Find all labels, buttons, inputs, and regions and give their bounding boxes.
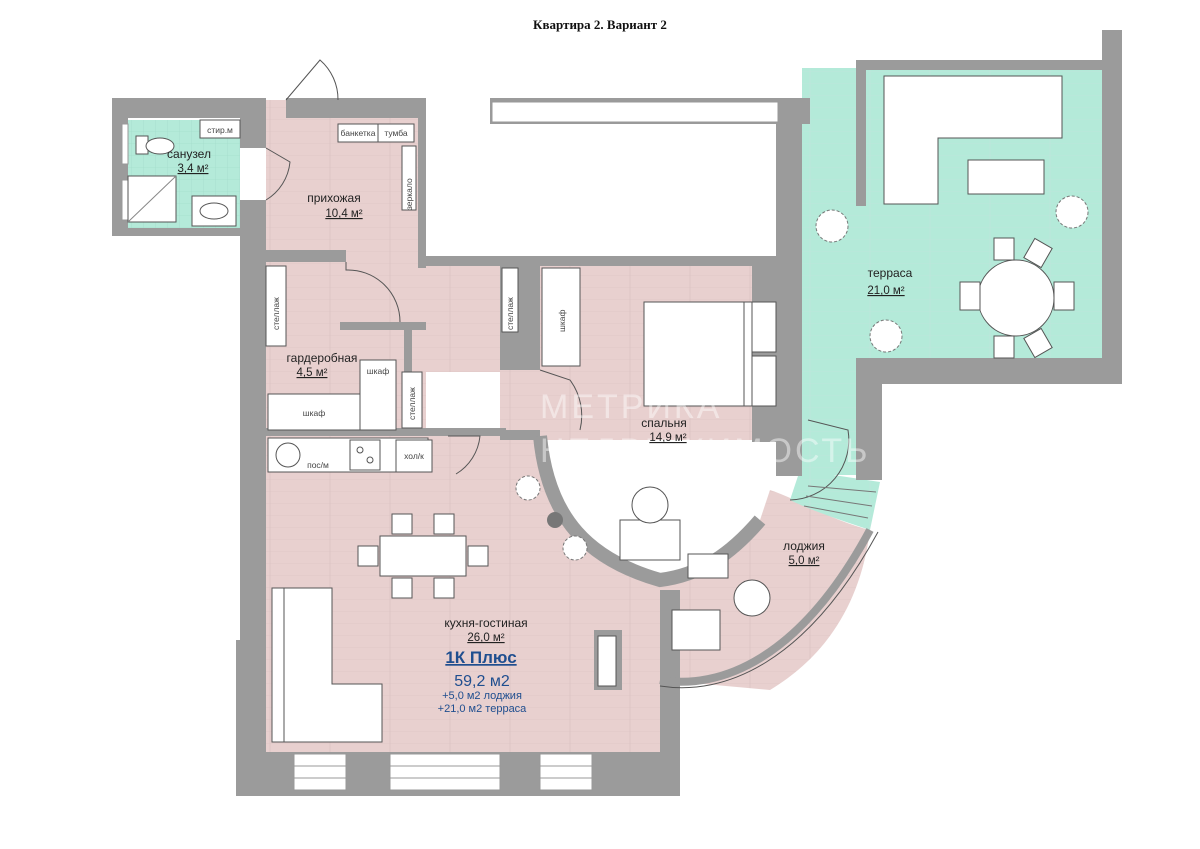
mirror: [401, 145, 417, 211]
apartment-total-area: 59,2 м2: [454, 673, 510, 690]
plant: [562, 535, 588, 561]
fridge-label: хол/к: [404, 451, 424, 461]
tumba-label: тумба: [384, 128, 408, 138]
floor-terrace-b: [802, 355, 858, 475]
room-kitchen-area: 26,0 м²: [467, 632, 504, 644]
closet-w2: [267, 393, 361, 431]
room-bedroom-name: спальня: [641, 416, 687, 430]
apartment-summary: 1К Плюс 59,2 м2 +5,0 м2 лоджия +21,0 м2 …: [438, 648, 528, 715]
radiator: [597, 635, 617, 687]
room-bedroom-area: 14,9 м²: [649, 432, 686, 444]
loggia-glazing: [659, 528, 874, 686]
room-loggia-area: 5,0 м²: [789, 555, 820, 567]
terrace-round-table: [977, 259, 1055, 337]
closet-w1-label: шкаф: [367, 366, 389, 376]
shelf-bedroom: [501, 267, 519, 333]
toilet: [145, 137, 175, 155]
shelf2-label: стеллаж: [407, 387, 417, 420]
lamp: [547, 512, 563, 528]
svg-text:МЕТРИКА: МЕТРИКА: [540, 388, 722, 426]
closet-bed-label: шкаф: [557, 310, 567, 332]
desk-chair: [631, 486, 669, 524]
apartment-terrace-area: +21,0 м2 терраса: [438, 703, 528, 715]
furniture: стир.м банкетка тумба зеркало стеллаж шк…: [127, 75, 1089, 743]
doors: [265, 59, 850, 501]
loggia-bench: [687, 553, 729, 579]
plant: [515, 475, 541, 501]
fridge: [395, 439, 433, 473]
room-labels: санузел 3,4 м² прихожая 10,4 м² гардероб…: [167, 147, 913, 644]
room-wardrobe-area: 4,5 м²: [297, 367, 328, 379]
shelf-wardrobe: [265, 265, 287, 347]
plan-title: Квартира 2. Вариант 2: [533, 17, 667, 32]
plant: [1055, 195, 1089, 229]
curved-wall: [533, 435, 766, 588]
loggia-table: [733, 579, 771, 617]
washer: [199, 119, 241, 139]
bottom-windows: [121, 101, 779, 791]
bed: [643, 301, 751, 407]
room-wardrobe-name: гардеробная: [287, 351, 358, 365]
closet-w2-label: шкаф: [303, 408, 325, 418]
washer-label: стир.м: [207, 125, 233, 135]
svg-text:НЕДВИЖИМОСТЬ: НЕДВИЖИМОСТЬ: [540, 432, 870, 470]
closet-bedroom: [541, 267, 581, 367]
dishwasher-label: пос/м: [307, 460, 329, 470]
shelf-corridor: [401, 371, 423, 429]
bench-tumba: [337, 123, 415, 143]
room-kitchen-name: кухня-гостиная: [444, 616, 527, 630]
shelf3-label: стеллаж: [505, 297, 515, 330]
dining-table: [379, 535, 467, 577]
shelf1-label: стеллаж: [271, 297, 281, 330]
plant: [815, 209, 849, 243]
apartment-loggia-area: +5,0 м2 лоджия: [442, 690, 522, 702]
bench-label: банкетка: [341, 128, 376, 138]
room-terrace-name: терраса: [868, 266, 913, 280]
watermark: МЕТРИКА НЕДВИЖИМОСТЬ: [540, 388, 870, 470]
terrace-sofa: [883, 75, 1063, 205]
room-terrace-area: 21,0 м²: [867, 285, 904, 297]
room-bath-name: санузел: [167, 147, 211, 161]
loggia-chair: [671, 609, 721, 651]
apartment-type: 1К Плюс: [445, 648, 516, 667]
room-hall-area: 10,4 м²: [325, 208, 362, 220]
plant: [869, 319, 903, 353]
desk: [619, 519, 681, 561]
room-hall-name: прихожая: [307, 191, 360, 205]
loggia-glazing-line: [659, 531, 879, 689]
room-bath-area: 3,4 м²: [178, 163, 209, 175]
room-loggia-name: лоджия: [783, 539, 825, 553]
stairs: [803, 485, 877, 519]
mirror-label: зеркало: [404, 178, 414, 210]
terrace-coffee-table: [967, 159, 1045, 195]
closet-w1: [359, 359, 397, 431]
